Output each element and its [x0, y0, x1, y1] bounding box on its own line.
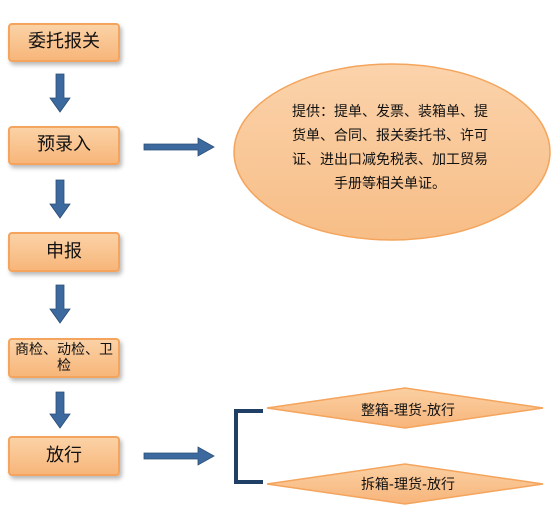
down-arrow-4 [49, 391, 71, 429]
step-declaration: 申报 [8, 232, 120, 272]
step-release: 放行 [8, 436, 120, 476]
down-arrow-1 [49, 73, 71, 113]
step-inspections: 商检、动检、卫检 [8, 338, 120, 378]
option-diamond-split-container [266, 463, 544, 505]
options-bracket [234, 409, 263, 484]
option-diamond-full-container [266, 387, 544, 429]
right-arrow-to-ellipse [143, 137, 215, 157]
option-split-container-label: 拆箱-理货-放行 [360, 477, 456, 493]
requirements-ellipse [233, 63, 551, 241]
down-arrow-3 [49, 284, 71, 324]
right-arrow-to-options [143, 446, 215, 466]
required-documents-text: 提供：提单、发票、装箱单、提货单、合同、报关委托书、许可证、进出口减免税表、加工… [292, 104, 488, 192]
step-pre-entry: 预录入 [8, 126, 120, 165]
step-entrust-declaration: 委托报关 [8, 23, 120, 62]
option-full-container-label: 整箱-理货-放行 [360, 403, 456, 419]
down-arrow-2 [49, 179, 71, 219]
